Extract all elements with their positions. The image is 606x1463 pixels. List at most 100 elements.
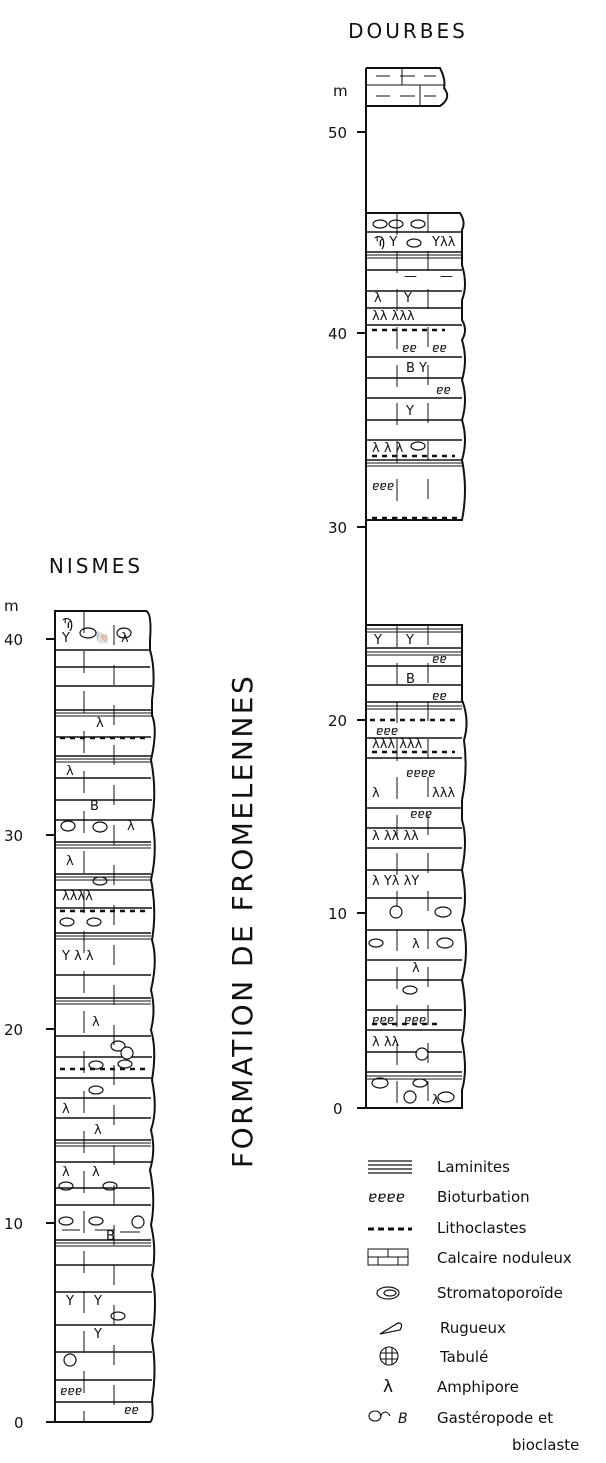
svg-text:Y: Y [93, 1294, 102, 1309]
dourbes-tick-0: 0 [333, 1100, 366, 1118]
dourbes-lower-beds [366, 648, 462, 1072]
dourbes-tick-40: 40 [328, 325, 366, 343]
bioclaste-symbol: B [398, 1411, 408, 1427]
svg-text:—: — [404, 269, 417, 284]
dourbes-tick-label: 20 [328, 712, 347, 730]
svg-text:Y: Y [373, 633, 382, 648]
dourbes-tick-label: 50 [328, 124, 347, 142]
svg-text:λ λλ: λ λλ [372, 1035, 400, 1050]
stromatoporoide-icon [377, 1287, 399, 1299]
svg-text:ɐɐɐ: ɐɐɐ [376, 724, 398, 738]
svg-text:ɐɐ: ɐɐ [402, 341, 417, 355]
legend-label: Calcaire noduleux [437, 1249, 572, 1267]
svg-text:λ Yλ λY: λ Yλ λY [372, 874, 419, 889]
nismes-tick-30: 30 [4, 827, 55, 845]
calcaire-noduleux-icon [368, 1249, 408, 1265]
nismes-noduleux [62, 1230, 140, 1232]
svg-text:Ϡ Y: Ϡ Y [374, 235, 397, 250]
nismes-title: NISMES [49, 554, 143, 578]
svg-text:ɐɐɐ: ɐɐɐ [372, 479, 394, 493]
nismes-tick-0: 0 [14, 1414, 55, 1432]
svg-text:Y λ λ: Y λ λ [61, 949, 94, 964]
svg-text:λ: λ [374, 291, 382, 306]
svg-text:B: B [106, 1229, 115, 1244]
dourbes-top-block [366, 68, 447, 106]
svg-text:Y: Y [61, 631, 70, 646]
nismes-stromatoporoides [59, 628, 132, 1320]
nismes-tick-20: 20 [4, 1021, 55, 1039]
nismes-tick-label: 20 [4, 1021, 23, 1039]
svg-text:ɐɐɐ: ɐɐɐ [372, 1013, 394, 1027]
svg-text:λ: λ [66, 854, 74, 869]
svg-text:ɐɐ: ɐɐ [124, 1403, 139, 1417]
nismes-tick-10: 10 [4, 1215, 55, 1233]
legend-label: Gastéropode et [437, 1409, 553, 1427]
dourbes-tick-label: 30 [328, 519, 347, 537]
legend-label: Rugueux [440, 1319, 506, 1337]
svg-text:Y: Y [65, 1294, 74, 1309]
svg-text:Y: Y [405, 404, 414, 419]
svg-text:λλλ: λλλ [432, 786, 455, 801]
legend-label: Lithoclastes [437, 1219, 527, 1237]
dourbes-tick-10: 10 [328, 905, 366, 923]
legend-label-line2: bioclaste [512, 1436, 579, 1454]
svg-text:λ: λ [62, 1102, 70, 1117]
dourbes-unit-label: m [333, 82, 348, 100]
svg-text:λ: λ [66, 764, 74, 779]
gasteropode-bioclaste-icon [369, 1411, 390, 1421]
nismes-bed-lines [55, 650, 152, 1402]
nismes-tick-label: 30 [4, 827, 23, 845]
svg-text:B: B [406, 672, 415, 687]
formation-label: FORMATION DE FROMELENNES [226, 674, 259, 1168]
svg-text:Y: Y [93, 1327, 102, 1342]
dourbes-tick-label: 0 [333, 1100, 343, 1118]
legend-label: Amphipore [437, 1378, 519, 1396]
svg-text:λ: λ [62, 1165, 70, 1180]
svg-text:Y: Y [403, 291, 412, 306]
svg-text:ɐɐɐ: ɐɐɐ [410, 807, 432, 821]
nismes-section: NISMES m 0 10 20 30 40 [4, 554, 155, 1432]
svg-text:λ λ λ: λ λ λ [372, 441, 404, 456]
svg-text:λ: λ [92, 1015, 100, 1030]
svg-text:ɐɐ: ɐɐ [436, 383, 451, 397]
svg-text:—: — [440, 269, 453, 284]
dourbes-section: DOURBES m 0 10 20 30 40 50 [328, 19, 468, 1118]
svg-text:Yλλ: Yλλ [431, 235, 456, 250]
dourbes-title: DOURBES [348, 19, 468, 43]
svg-text:λ: λ [96, 716, 104, 731]
svg-text:λ: λ [92, 1165, 100, 1180]
svg-text:λ: λ [94, 1123, 102, 1138]
dourbes-tick-label: 40 [328, 325, 347, 343]
svg-text:ɐɐ: ɐɐ [432, 689, 447, 703]
svg-text:λλλ λλλ: λλλ λλλ [372, 737, 423, 752]
legend-label: Bioturbation [437, 1188, 530, 1206]
dourbes-lower-laminites [366, 629, 462, 1079]
svg-text:λ: λ [372, 786, 380, 801]
nismes-tabules [64, 1047, 144, 1366]
dourbes-tick-50: 50 [328, 124, 366, 142]
legend-label: Tabulé [439, 1348, 488, 1366]
dourbes-tick-label: 10 [328, 905, 347, 923]
svg-text:λ λλ λλ: λ λλ λλ [372, 829, 419, 844]
legend-label: Stromatoporoïde [437, 1284, 563, 1302]
dourbes-lower-tabules [390, 906, 428, 1103]
nismes-tick-label: 40 [4, 631, 23, 649]
nismes-tick-40: 40 [4, 631, 55, 649]
svg-text:λλ λλλ: λλ λλλ [372, 309, 415, 324]
svg-text:Y: Y [405, 633, 414, 648]
nismes-tick-label: 10 [4, 1215, 23, 1233]
svg-text:ɐɐ: ɐɐ [432, 341, 447, 355]
bioturbation-icon: ɐɐɐɐ [368, 1188, 405, 1206]
legend: Laminites ɐɐɐɐ Bioturbation Lithoclastes… [368, 1158, 579, 1454]
rugueux-icon [380, 1323, 402, 1334]
svg-text:Ϡ: Ϡ [62, 617, 73, 632]
svg-text:λ: λ [412, 937, 420, 952]
amphipore-icon: λ [383, 1377, 393, 1397]
laminites-icon [368, 1161, 412, 1173]
nismes-tick-label: 0 [14, 1414, 24, 1432]
svg-text:ɐɐɐ: ɐɐɐ [60, 1384, 82, 1398]
tabule-icon [380, 1347, 398, 1365]
